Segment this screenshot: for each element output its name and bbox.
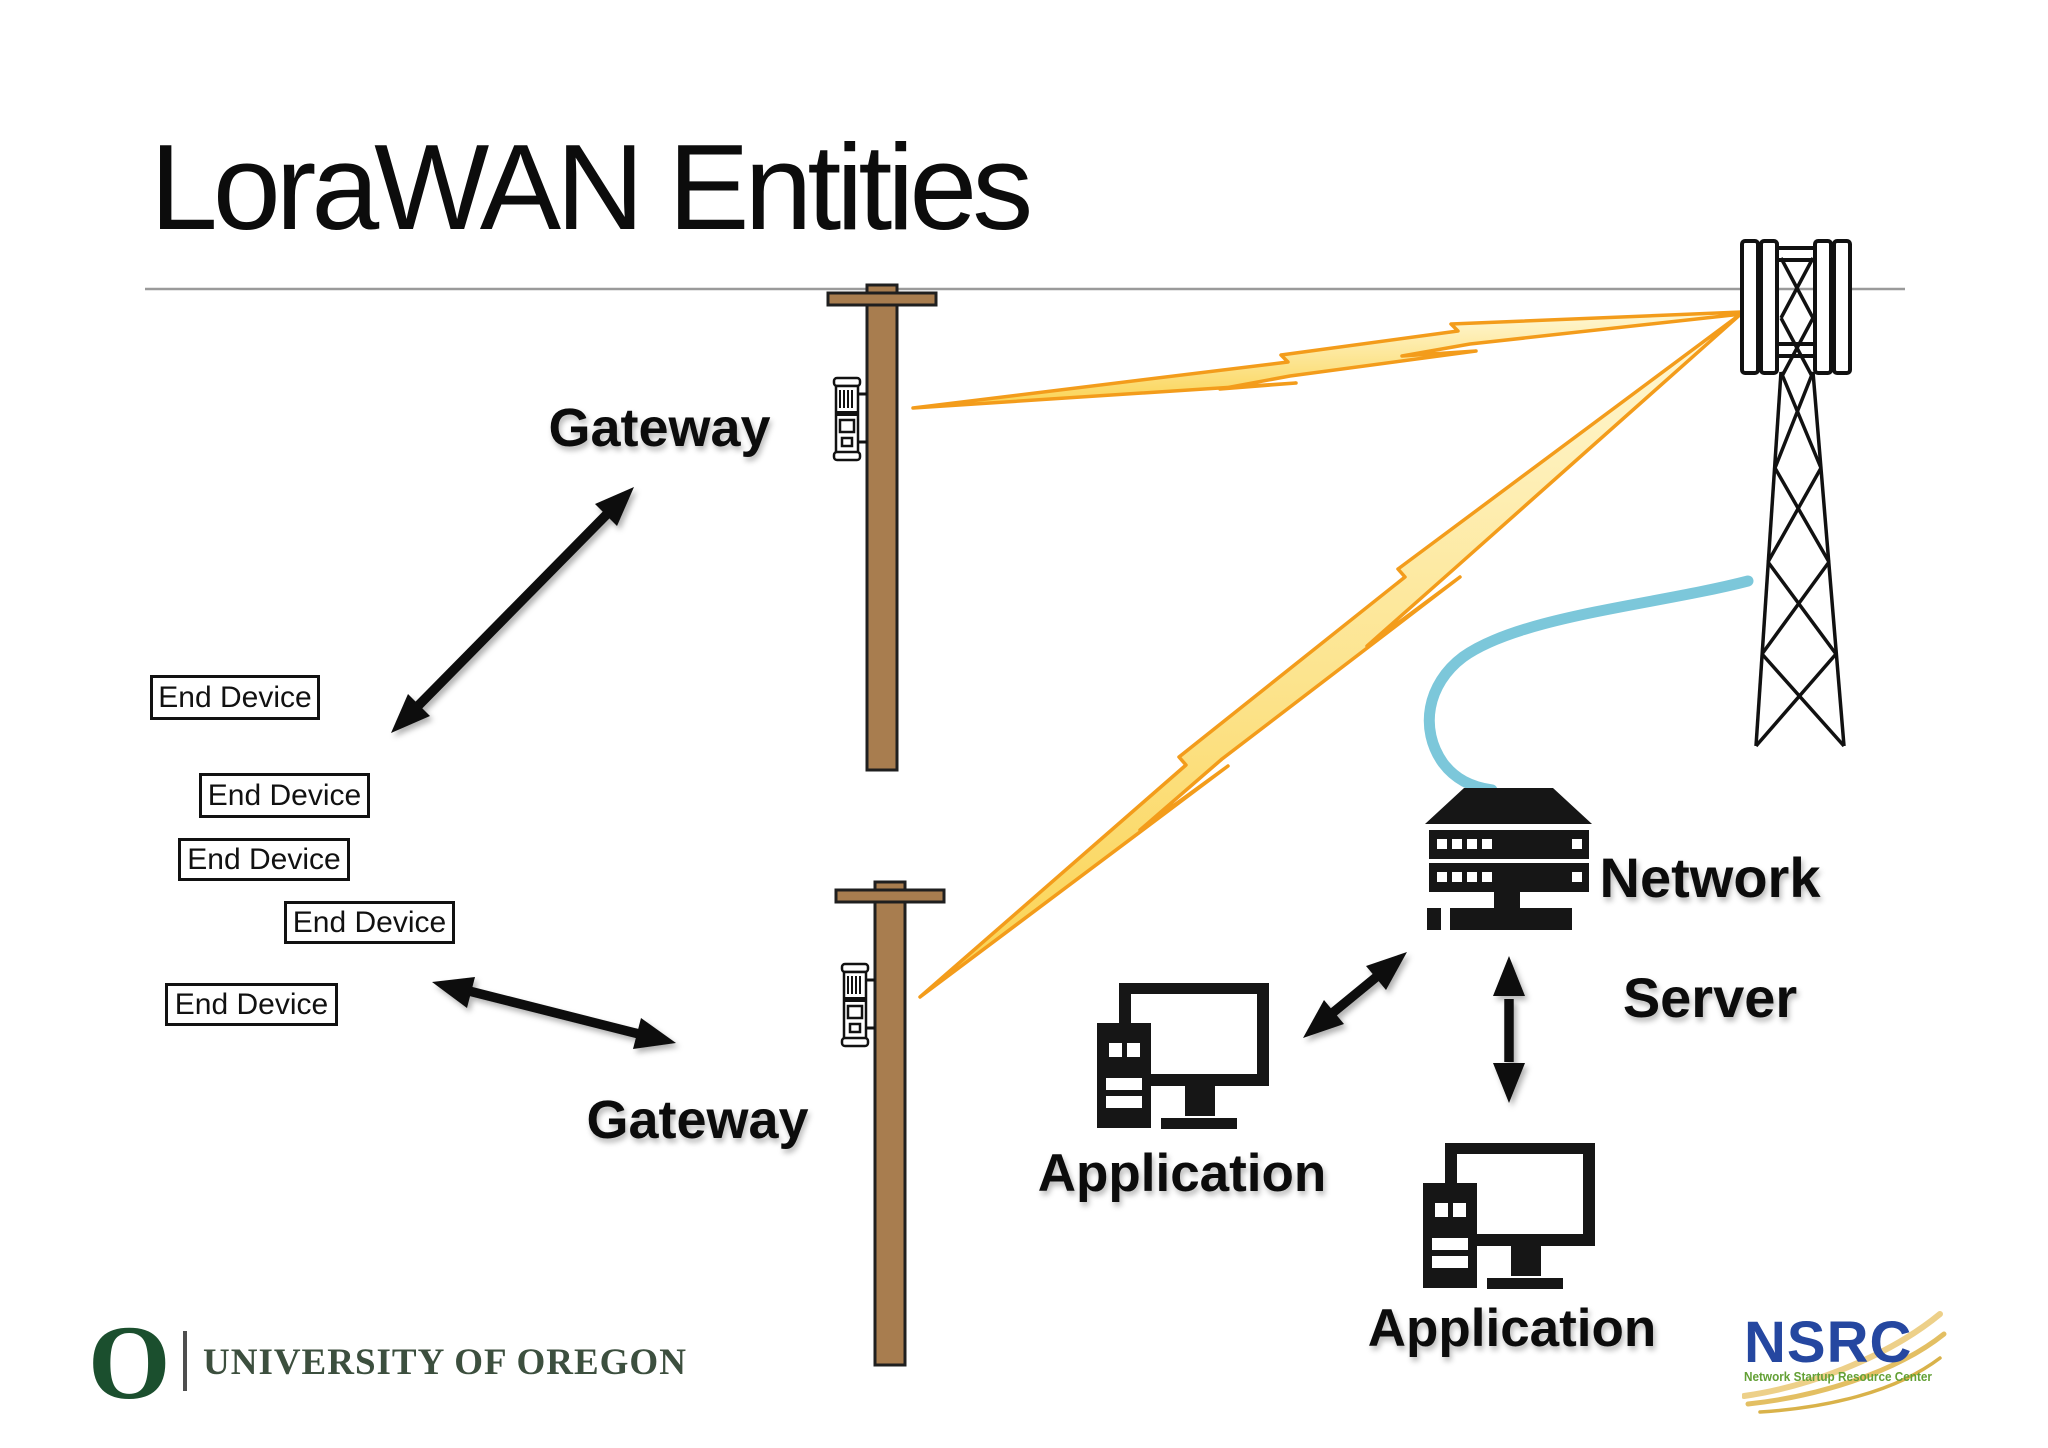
nsrc-tagline: Network Startup Resource Center: [1744, 1370, 1932, 1384]
utility-pole-icon: [834, 880, 946, 1367]
application-right-label: Application: [1367, 1299, 1657, 1358]
double-arrow-icon: [391, 487, 634, 733]
utility-pole-icon: [826, 283, 938, 772]
end-device-label: End Device: [158, 680, 312, 714]
uo-logo-divider: [183, 1331, 187, 1391]
uo-logo-o-icon: O: [88, 1304, 171, 1421]
gateway-top-label: Gateway: [548, 398, 771, 458]
double-arrow-icon: [432, 977, 676, 1049]
end-device-label: End Device: [292, 905, 447, 939]
nsrc-swoosh-icon: [1742, 1311, 1943, 1399]
end-device-node: End Device: [165, 983, 338, 1026]
server-building-icon: [1425, 788, 1592, 930]
lightning-bolt-icon: [911, 310, 1744, 410]
end-device-node: End Device: [178, 838, 350, 881]
page-title: LoraWAN Entities: [150, 119, 1033, 255]
nsrc-acronym: NSRC: [1744, 1310, 1912, 1375]
end-device-node: End Device: [284, 901, 455, 944]
end-device-label: End Device: [174, 987, 329, 1021]
cell-tower-icon: [1740, 239, 1852, 748]
double-arrow-icon: [1303, 952, 1407, 1038]
application-left-label: Application: [1037, 1144, 1327, 1203]
double-arrow-icon: [1493, 956, 1525, 1103]
nsrc-swoosh-icon: [1758, 1356, 1942, 1414]
lightning-bolt-icon: [918, 311, 1744, 999]
end-device-label: End Device: [187, 842, 341, 876]
gateway-bottom-label: Gateway: [586, 1090, 809, 1150]
network-server-label-line1: Network: [1599, 846, 1821, 909]
nsrc-swoosh-icon: [1745, 1331, 1947, 1407]
uo-wordmark: UNIVERSITY OF OREGON: [203, 1342, 687, 1383]
nsrc-logo: NSRC Network Startup Resource Center: [1742, 1310, 1947, 1414]
fiber-link-curve: [1423, 575, 1754, 796]
end-device-node: End Device: [199, 773, 370, 818]
end-device-label: End Device: [207, 778, 362, 812]
network-server-label-line2: Server: [1622, 966, 1798, 1029]
end-device-node: End Device: [150, 675, 320, 720]
network-server-label: Network Server: [1580, 788, 1840, 1088]
